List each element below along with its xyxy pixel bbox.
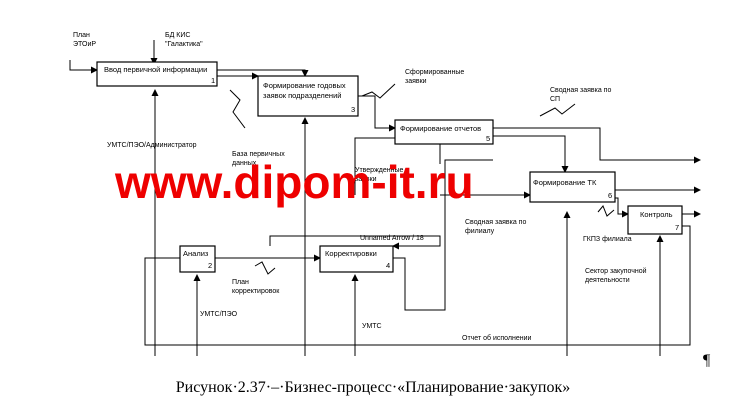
label-galaktika: "Галактика" <box>165 41 203 48</box>
arrow-b5-b6 <box>493 135 569 173</box>
box-7-num: 7 <box>675 223 679 232</box>
label-umts-peo: УМТС/ПЭО <box>200 311 238 318</box>
squiggle-base <box>229 89 246 129</box>
arrow-b6-b7 <box>615 197 629 218</box>
label-formed: Сформированные <box>405 69 464 76</box>
box-input-primary <box>96 61 218 87</box>
arrow-unnamed <box>269 235 441 250</box>
squiggle-formed <box>361 83 396 99</box>
box-1-label: Ввод первичной информации <box>104 65 207 74</box>
label-summary-sp-2: СП <box>550 96 560 103</box>
box-reports <box>394 119 494 145</box>
box-3-label-line1: Формирование годовых <box>263 81 346 90</box>
label-umts: УМТС <box>362 323 382 330</box>
box-2-label: Анализ <box>183 249 209 258</box>
label-etoir: ЭТОиР <box>73 41 96 48</box>
box-control <box>627 205 683 235</box>
label-plan: План <box>73 32 90 39</box>
label-unnamed: Unnamed Arrow / 18 <box>360 235 424 242</box>
label-report: Отчет об исполнении <box>462 334 532 342</box>
label-plan-corr: План <box>232 279 249 286</box>
label-sector: Сектор закупочной <box>585 267 647 275</box>
arrow-b1-b3-top <box>217 69 309 77</box>
label-gkpz: ГКПЗ филиала <box>583 236 632 243</box>
box-4-label: Корректировки <box>325 249 377 258</box>
label-approved-2: заявки <box>355 176 377 183</box>
arrow-b3-b5 <box>358 95 396 132</box>
box-1-num: 1 <box>211 76 215 85</box>
paragraph-mark: ¶ <box>703 352 711 369</box>
squiggle-gkpz <box>597 205 615 217</box>
label-summary-sp: Сводная заявка по <box>550 87 611 94</box>
box-3-label-line2: заявок подразделений <box>263 91 341 100</box>
box-5-label: Формирование отчетов <box>400 124 481 133</box>
label-sector-2: деятельности <box>585 277 630 284</box>
box-tk <box>529 171 616 203</box>
label-summary-branch-2: филиалу <box>465 228 495 235</box>
box-corrections <box>319 245 394 273</box>
label-approved: Утвержденные <box>355 167 404 174</box>
label-base-2: данных <box>232 160 257 167</box>
label-bd-kis: БД КИС <box>165 32 190 39</box>
arrow-report <box>144 225 691 346</box>
label-formed-2: заявки <box>405 78 427 85</box>
label-umts-admin: УМТС/ПЭО/Администратор <box>107 142 197 149</box>
figure-caption: Рисунок·2.37·–·Бизнес-процесс·«Планирова… <box>175 379 571 396</box>
box-3-num: 3 <box>351 105 355 114</box>
arrow-b4-up <box>393 159 493 311</box>
label-plan-corr-2: корректировок <box>232 288 280 295</box>
label-summary-branch: Сводная заявка по <box>465 219 526 226</box>
arrow-plan-etoir <box>69 60 98 74</box>
box-4-num: 4 <box>386 261 390 270</box>
box-analysis <box>179 245 216 273</box>
box-5-num: 5 <box>486 134 490 143</box>
box-6-num: 6 <box>608 191 612 200</box>
watermark: www.dipom-it.ru <box>114 156 474 208</box>
box-2-num: 2 <box>208 261 212 270</box>
box-7-label: Контроль <box>640 210 673 219</box>
label-base: База первичных <box>232 151 285 158</box>
arrow-b5-out <box>493 127 701 164</box>
box-6-label: Формирование ТК <box>533 178 597 187</box>
box-annual-requests <box>257 75 359 117</box>
squiggle-sp <box>539 103 576 117</box>
squiggle-plan <box>254 261 276 275</box>
